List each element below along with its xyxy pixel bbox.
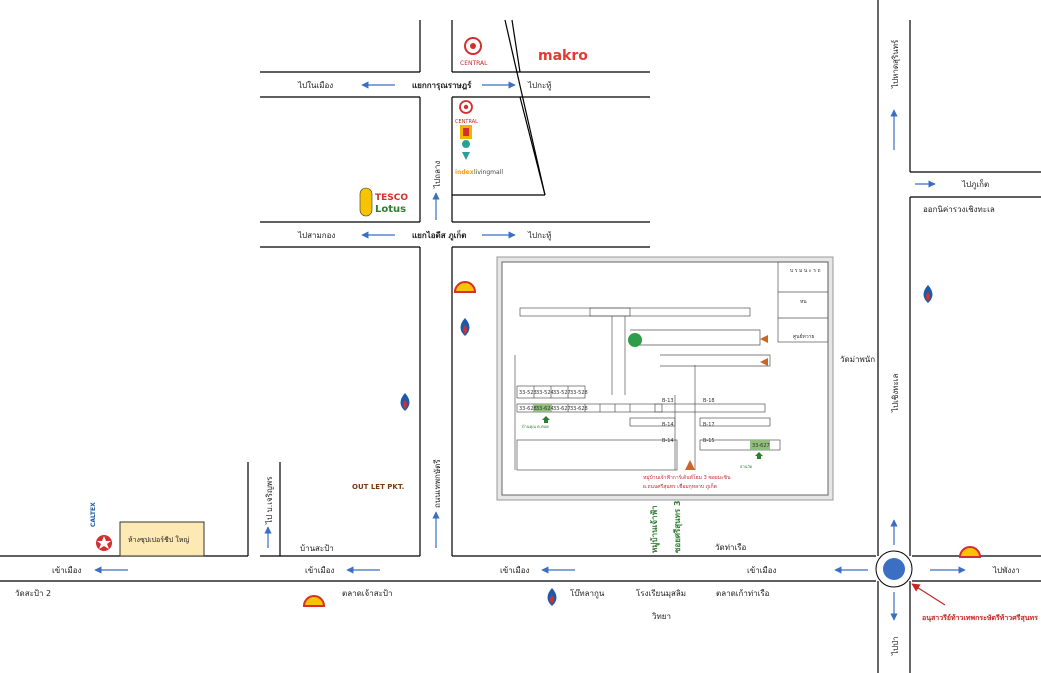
house-icon [542, 416, 550, 423]
inset-note-1: หมู่บ้านเจ้าฟ้าการ์เด้นท์โฮม 3 ซอยมะขิน [643, 474, 731, 481]
inset-lot: 33-528 [570, 390, 588, 396]
inset-lot: 33-628 [519, 406, 537, 412]
inset-lot-tag: B-13 [662, 398, 674, 404]
label-to-paa: ไปป่า [891, 636, 900, 656]
inset-lot: 33-527 [553, 390, 571, 396]
shell-icon [453, 281, 477, 293]
label-into-city-1: เข้าเมือง [52, 566, 82, 575]
label-ban-sapan: บ้านสะป้า [300, 544, 334, 553]
label-to-phuketna: ไปภูเก็ต [961, 179, 989, 190]
label-school: โรงเรียนมุสลิม [636, 588, 686, 598]
label-to-thalang: ไปถลาง [433, 161, 442, 189]
brand-tesco: TESCO [375, 193, 408, 203]
label-into-city-2: เข้าเมือง [305, 566, 335, 575]
inset-target-marker [685, 460, 695, 470]
brand-index: index [455, 169, 474, 176]
label-to-city: ไปในเมือง [297, 81, 333, 90]
label-into-city-4: เข้าเมือง [747, 566, 777, 575]
inset-side-mid: หน [800, 299, 807, 305]
label-wat-mai: วัดม่าพนัก [840, 355, 875, 364]
label-soi: ซอยศรีสุนทร 3 [672, 500, 683, 553]
ptt-icon [547, 588, 557, 606]
label-mu-village: หมู่บ้านเจ้าฟ้า [649, 505, 660, 553]
brand-lotus: Lotus [375, 204, 406, 215]
inset-lot-tag: B-14 [662, 422, 674, 428]
label-intersection-1: แยกการุณราษฎร์ [412, 80, 472, 91]
label-thepkasat-road: ถนนเทพกษัตรี [433, 459, 442, 508]
label-to-phang-nga: ไปพังงา [992, 566, 1020, 575]
label-to-krathu-2: ไปกะทู้ [527, 231, 552, 241]
tesco-lotus-logo-icon [359, 187, 373, 217]
label-supercheap: ห้างซุปเปอร์ชีป ใหญ่ [128, 535, 189, 544]
inset-lot-tag: B-14 [662, 438, 674, 444]
label-intersection-2: แยกไอดีส ภูเก็ต [412, 229, 466, 241]
inset-note-2: ผ.ถนนศรีสุนทร เชื่อมกุหลาบ ภูเก็ต [643, 482, 717, 490]
location-pin-icon [462, 139, 471, 160]
shell-icon [302, 595, 326, 607]
inset-lot: 33-523 [519, 390, 537, 396]
roundabout-marker [883, 558, 905, 580]
caltex-icon [96, 535, 112, 551]
inset-lot: 33-628 [570, 406, 588, 412]
label-market-tharuea: ตลาดเก้าท่าเรือ [716, 589, 770, 598]
inset-roundabout-icon [628, 333, 642, 347]
label-to-samkong: ไปสามกอง [297, 231, 335, 240]
map-labels: CENTRAL makro CENTRAL index livingmall T… [15, 39, 1038, 656]
inset-house-label-1: บ้านคุณ ต.ตบค [522, 424, 549, 430]
supercheap-box [119, 521, 205, 557]
label-wat-tha-rue: วัดท่าเรือ [715, 543, 746, 552]
inset-lot-tag: B-18 [703, 398, 715, 404]
central-logo-icon [459, 100, 473, 114]
brand-livingmall: livingmall [474, 169, 503, 176]
label-to-cheng-talay: ไปเชิงทะเล [891, 374, 900, 413]
brand-central: CENTRAL [460, 60, 488, 67]
label-school-2: วิทยา [651, 612, 670, 621]
ptt-icon [923, 285, 933, 303]
label-cg-sapan: ตลาดเจ้าสะป้า [342, 589, 392, 598]
label-into-city-3: เข้าเมือง [500, 566, 530, 575]
inset-side-top: บ ร ม น ะ ร ถ [790, 268, 821, 274]
inset-lot-green-2 [750, 440, 770, 450]
inset-lot-tag: B-15 [703, 438, 715, 444]
brand-makro: makro [538, 48, 588, 64]
inset-lot: 33-627 [553, 406, 571, 412]
inset-map [496, 256, 834, 501]
label-to-surin: ไปหาดสุรินทร์ [890, 39, 900, 89]
label-to-krathu-1: ไปกะทู้ [527, 81, 552, 91]
ptt-icon [460, 318, 470, 336]
monument-pointer [911, 583, 946, 606]
label-watsa: วัดสะป้า 2 [15, 589, 51, 598]
label-office: ออกนิค่ารวงเชิงทะเล [923, 205, 995, 214]
inset-lot: 33-624 [536, 406, 554, 412]
house-icon [755, 452, 763, 459]
label-outlet: OUT LET PKT. [352, 483, 404, 491]
ptt-icon [400, 393, 410, 411]
brand-caltex: CALTEX [90, 502, 97, 527]
inset-lot: 33-524 [536, 390, 554, 396]
label-to-ban-mai: ไป บ.เจริญพร [265, 476, 274, 525]
direction-arrows [94, 81, 966, 621]
label-monument: อนุสาวรีย์ท้าวเทพกระษัตรีท้าวศรีสุนทร [922, 613, 1038, 622]
inset-side-bot: ศูนย์ทวาย [793, 333, 814, 340]
inset-lot-tag: B-17 [703, 422, 715, 428]
roundabout [875, 550, 913, 588]
inset-lot-green: 33-627 [752, 443, 770, 449]
central-logo-icon [464, 37, 482, 55]
inset-house-label-2: สวนวัด [740, 464, 753, 469]
label-boat: โบ๊ทลากูน [570, 588, 605, 599]
shell-icon [958, 546, 982, 558]
inset-lot-green-1 [534, 404, 551, 412]
brand-central-2: CENTRAL [455, 119, 478, 125]
